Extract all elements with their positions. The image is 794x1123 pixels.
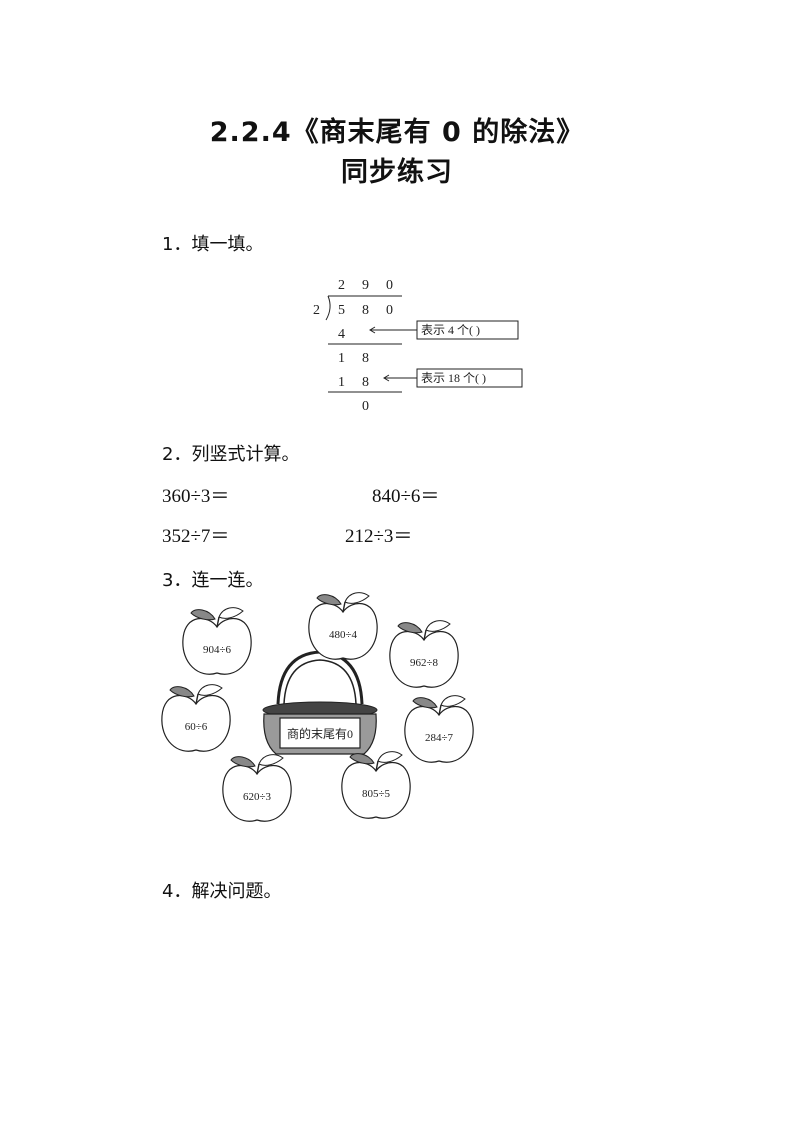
question-2-label: 2．列竖式计算。 (162, 444, 300, 465)
apple-label: 904÷6 (203, 644, 232, 656)
title-line-1: 2.2.4《商末尾有 0 的除法》 (209, 117, 585, 148)
apple-label: 284÷7 (425, 732, 454, 744)
basket: 商的末尾有0 (262, 650, 378, 755)
apple-6: 620÷3 (222, 753, 292, 822)
quotient-digit: 2 (338, 278, 345, 293)
step2a-digit: 8 (362, 351, 369, 366)
apple-label: 805÷5 (362, 788, 391, 800)
expression-2: 840÷6＝ (372, 486, 440, 507)
question-1-label: 1．填一填。 (162, 234, 264, 255)
apple-5: 284÷7 (404, 694, 474, 763)
quotient-digit: 9 (362, 278, 369, 293)
apple-4: 60÷6 (161, 683, 231, 752)
question-3-label: 3．连一连。 (162, 570, 264, 591)
long-division-diagram: 2 9 0 2 5 8 0 4 1 8 1 8 0 表示 4 个( ) 表示 1… (313, 278, 523, 414)
question-4-label: 4．解决问题。 (162, 881, 282, 902)
expression-3: 352÷7＝ (162, 526, 230, 547)
apple-label: 60÷6 (185, 721, 208, 733)
step2b-digit: 8 (362, 375, 369, 390)
hint-box-2: 表示 18 个( ) (421, 371, 486, 385)
hint-box-1: 表示 4 个( ) (421, 323, 480, 337)
step2b-digit: 1 (338, 375, 345, 390)
matching-diagram: 商的末尾有0 904÷6 480÷4 962÷8 60÷6 284÷7 620÷… (161, 592, 474, 822)
apple-1: 904÷6 (182, 606, 252, 675)
remainder: 0 (362, 399, 369, 414)
apple-7: 805÷5 (341, 750, 411, 819)
apple-label: 962÷8 (410, 657, 439, 669)
title-line-2: 同步练习 (341, 157, 453, 188)
basket-label: 商的末尾有0 (287, 726, 353, 741)
apple-label: 620÷3 (243, 791, 272, 803)
dividend-digit: 0 (386, 303, 393, 318)
expression-1: 360÷3＝ (162, 486, 230, 507)
apple-3: 962÷8 (389, 619, 459, 688)
step1-digit: 4 (338, 327, 345, 342)
step2a-digit: 1 (338, 351, 345, 366)
apple-label: 480÷4 (329, 629, 358, 641)
quotient-digit: 0 (386, 278, 393, 293)
dividend-digit: 5 (338, 303, 345, 318)
dividend-digit: 8 (362, 303, 369, 318)
divisor: 2 (313, 303, 320, 318)
apple-2: 480÷4 (308, 592, 378, 660)
expression-4: 212÷3＝ (345, 526, 413, 547)
